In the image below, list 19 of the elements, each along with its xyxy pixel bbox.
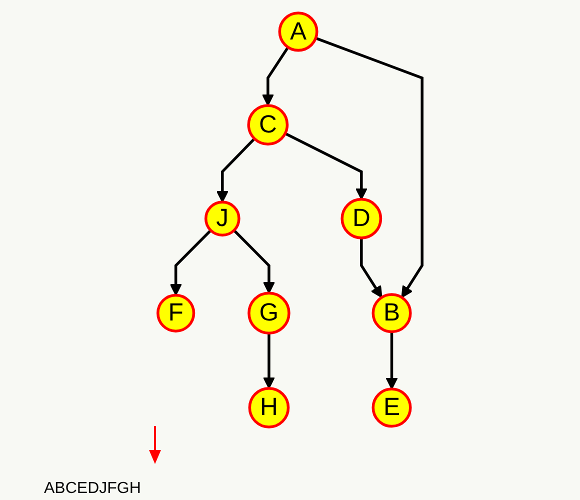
order-text: ABCEDJFGH	[44, 480, 141, 498]
arrow	[233, 229, 276, 294]
node-circle: E	[372, 388, 412, 428]
node-circle: F	[156, 294, 196, 332]
arrow	[386, 332, 398, 390]
arrow	[170, 229, 212, 296]
node-circle: D	[340, 198, 382, 240]
arrow	[284, 132, 368, 200]
node-circle: H	[248, 386, 290, 428]
node-circle: C	[247, 104, 289, 146]
arrow	[262, 46, 290, 106]
node-circle: B	[372, 293, 412, 334]
node-circle: G	[248, 292, 290, 335]
arrow	[262, 333, 276, 389]
node-circle: J	[204, 200, 240, 237]
arrow	[360, 238, 382, 298]
node-circle: A	[278, 12, 318, 52]
arrow	[216, 138, 256, 203]
arrow	[315, 36, 424, 298]
